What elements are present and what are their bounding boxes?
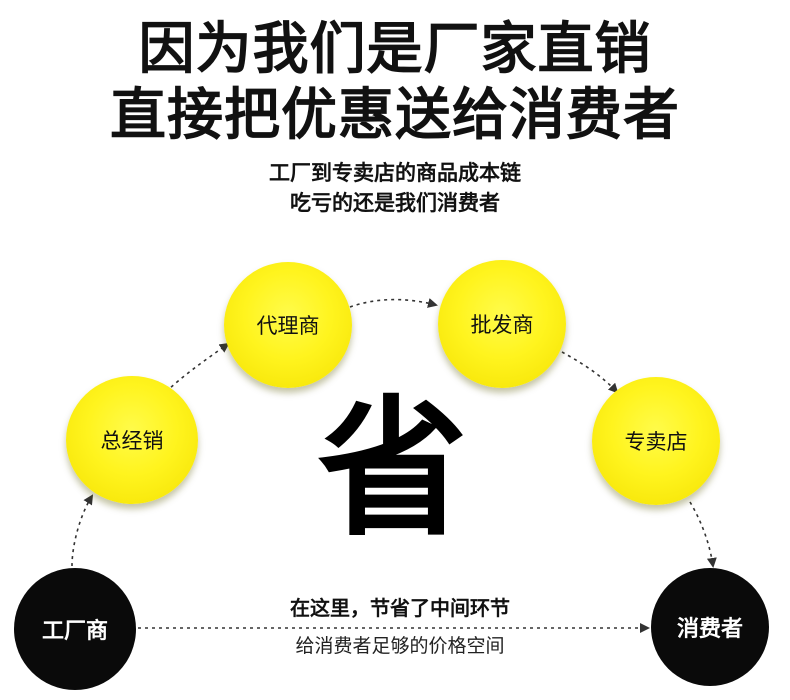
headline-line-1: 因为我们是厂家直销	[138, 17, 652, 82]
node-wholesaler: 批发商	[438, 260, 566, 388]
node-agent-label: 代理商	[256, 314, 320, 338]
arrow-wholesaler-to-store	[561, 351, 619, 394]
node-consumer-label: 消费者	[676, 617, 743, 642]
arrow-agent-to-wholesaler	[349, 298, 438, 308]
arrow-factory-to-general	[71, 494, 94, 567]
node-wholesaler-label: 批发商	[470, 313, 534, 337]
node-factory-label: 工厂商	[41, 619, 108, 644]
node-consumer: 消费者	[651, 568, 769, 686]
subtitle-line-1: 工厂到专卖店的商品成本链	[269, 161, 521, 185]
arrow-store-to-consumer	[689, 501, 717, 568]
node-store-label: 专卖店	[624, 430, 688, 454]
headline-line-2: 直接把优惠送给消费者	[110, 83, 680, 148]
subtitle-line-2: 吃亏的还是我们消费者	[290, 191, 500, 215]
node-general-distributor: 总经销	[66, 376, 198, 504]
arrow-general-to-agent	[165, 342, 230, 393]
node-agent: 代理商	[224, 262, 352, 388]
savings-character: 省	[317, 383, 468, 557]
node-general-distributor-label: 总经销	[100, 429, 164, 453]
callout-sub-text: 给消费者足够的价格空间	[295, 635, 505, 657]
node-store: 专卖店	[592, 377, 720, 505]
node-factory: 工厂商	[14, 568, 136, 690]
callout-main-text: 在这里，节省了中间环节	[290, 596, 510, 620]
